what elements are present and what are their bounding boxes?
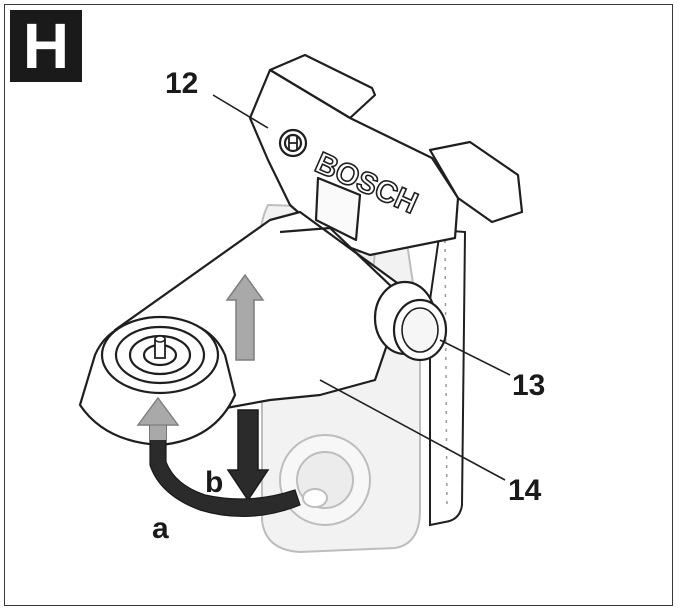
callout-a: a <box>152 512 169 545</box>
housing-side-rail <box>429 228 467 527</box>
leader-lines <box>212 94 511 481</box>
panel-letter-badge: H <box>10 10 82 82</box>
clamp-head-12 <box>248 53 524 257</box>
chuck-head <box>78 315 237 447</box>
arrow-a-rotation <box>136 396 301 518</box>
callout-b: b <box>205 466 223 499</box>
callout-12: 12 <box>165 67 198 100</box>
callout-14: 14 <box>508 474 542 507</box>
lock-knob-13 <box>373 280 448 362</box>
figure-frame <box>4 4 673 606</box>
arrow-b-up <box>225 273 265 361</box>
callout-13: 13 <box>512 369 545 402</box>
arrow-b-down <box>226 409 270 502</box>
